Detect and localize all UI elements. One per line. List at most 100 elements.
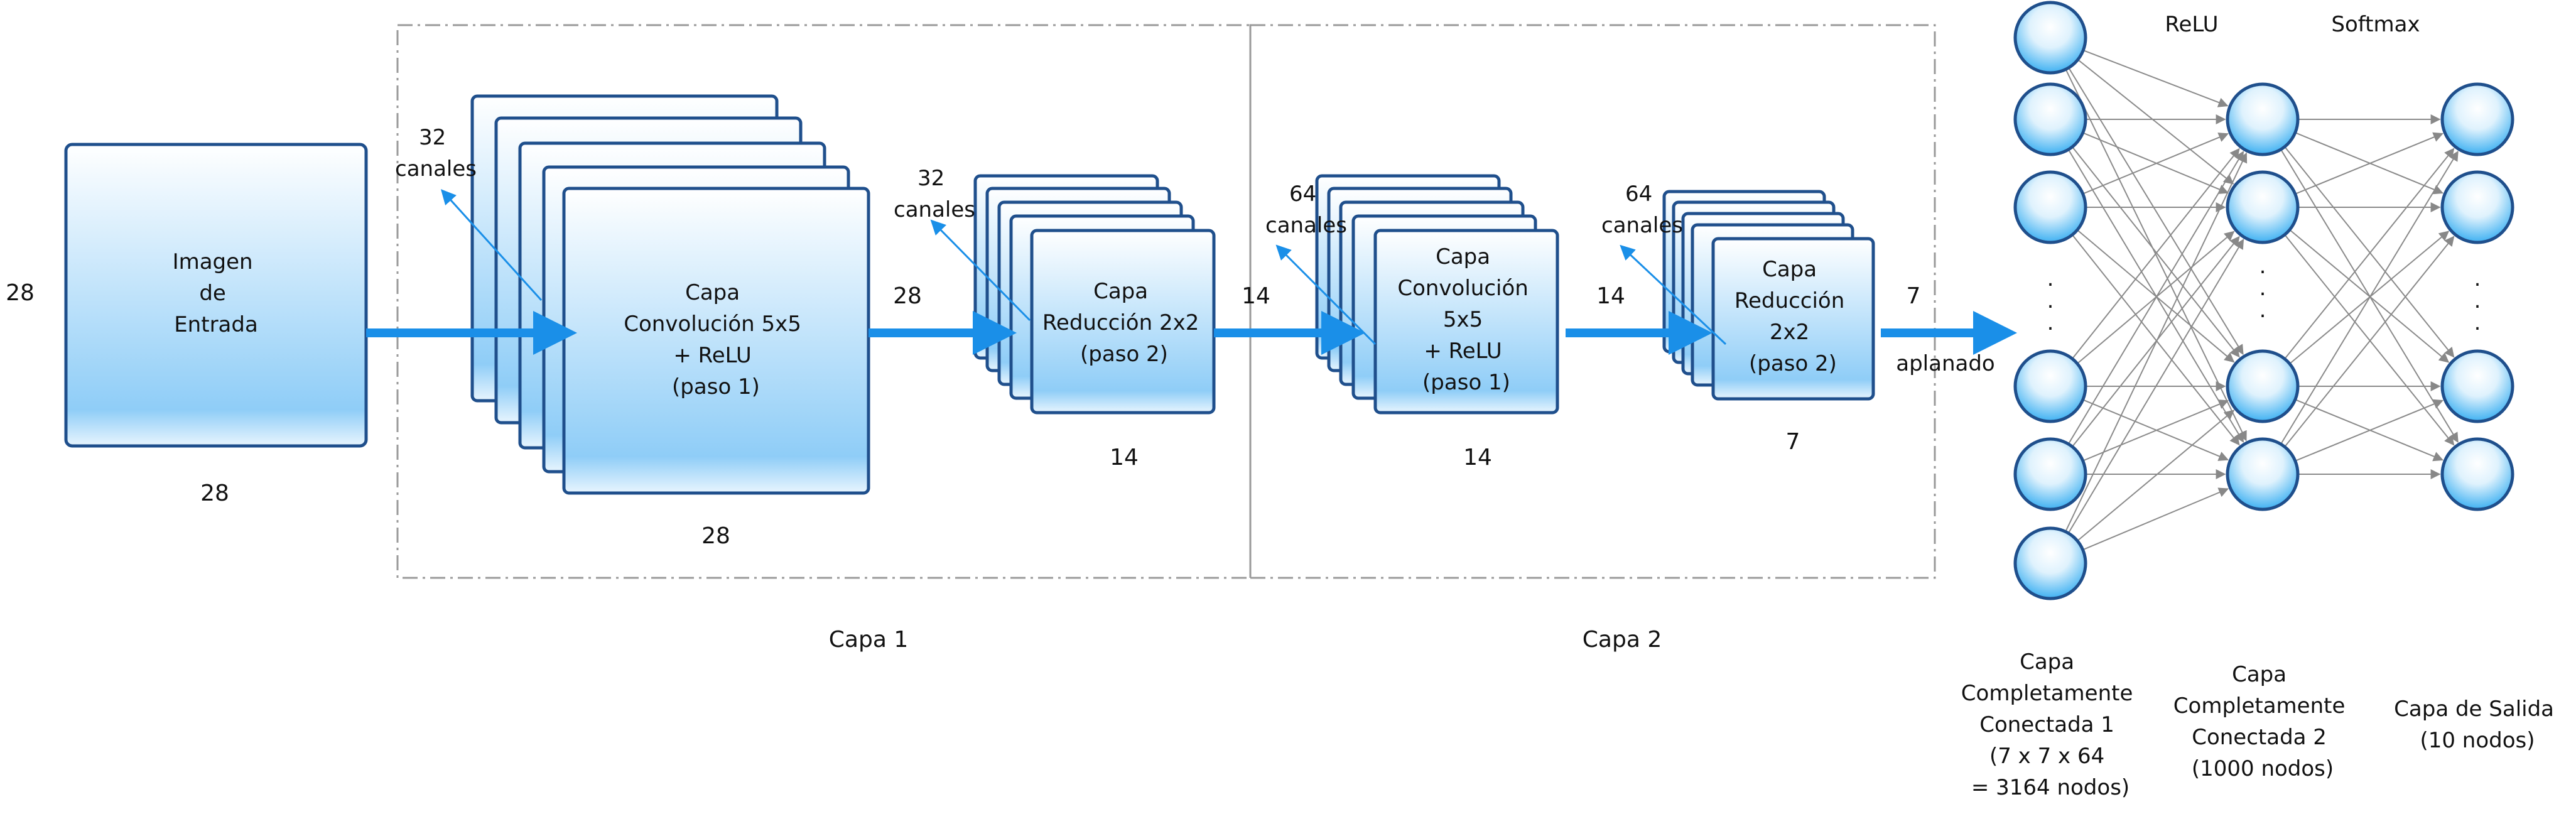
svg-text:Imagen de Entrada: Imagen de Entrada [173, 249, 260, 337]
conv2-label-line: Capa [1436, 244, 1490, 269]
conv2-channels-label: 64 canales [1265, 182, 1347, 238]
pool2-channels-label: 64 canales [1601, 182, 1683, 238]
pool2-stack: Capa Reducción 2x2 (paso 2) [1662, 190, 1875, 401]
output-ellipsis-dot: . [2474, 288, 2481, 313]
connection-edge [2067, 239, 2244, 534]
conv1-label-line: Convolución 5x5 [624, 312, 801, 337]
fc1-ellipsis-dot: . [2047, 310, 2054, 335]
fc1-neuron [2013, 526, 2087, 600]
conv2-feature-map [1373, 229, 1559, 415]
conv2-label-line: (paso 1) [1422, 370, 1510, 395]
conv2-stack: Capa Convolución 5x5 + ReLU (paso 1) [1315, 174, 1559, 415]
conv1-channels-pointer [440, 189, 543, 301]
connection-edge [2284, 148, 2455, 359]
fc1-ellipsis-dot: . [2047, 288, 2054, 313]
conv1-label-line: Capa [685, 280, 740, 305]
connection-edge [2295, 399, 2443, 462]
connection-edge [2082, 399, 2229, 461]
connection-edge [2284, 234, 2455, 446]
fc2-ellipsis-dot: . [2259, 276, 2266, 301]
connection-edge [2295, 399, 2443, 462]
svg-text:Capa Reducción 2x2: Capa Reducción 2x2 (paso 2) [1042, 279, 1206, 367]
fc1-caption: Capa Completamente Conectada 1 (7 x 7 x … [1961, 649, 2140, 800]
connection-edge [2072, 234, 2240, 446]
input-width-label: 28 [200, 480, 229, 506]
pool1-stack: Capa Reducción 2x2 (paso 2) [973, 174, 1216, 415]
fc1-neuron [2013, 349, 2087, 423]
connection-edge [2065, 68, 2247, 442]
connection-edge [2082, 132, 2229, 194]
svg-text:Capa Convolución 5: Capa Convolución 5x5 + ReLU (paso 1) [1397, 244, 1535, 395]
fc2-neuron [2226, 170, 2300, 244]
input-label-line: de [199, 281, 226, 306]
conv2-label-line: + ReLU [1424, 339, 1502, 364]
pool1-channels-pointer [930, 219, 1031, 322]
connection-edge [2082, 399, 2229, 462]
connection-edge [2068, 67, 2244, 355]
fc2-neuron [2226, 437, 2300, 511]
connection-edge [2284, 236, 2455, 447]
pool2-output-height-label: 7 [1907, 283, 1921, 309]
input-height-label: 28 [6, 280, 35, 306]
flatten-label: aplanado [1896, 351, 1994, 376]
layer1-label: Capa 1 [829, 627, 908, 653]
connection-edge [2077, 410, 2235, 541]
output-caption: Capa de Salida (10 nodos) [2394, 697, 2561, 753]
conv1-stack: Capa Convolución 5x5 + ReLU (paso 1) [470, 94, 870, 495]
pool2-feature-map [1711, 237, 1875, 401]
pool2-label-line: Capa [1762, 257, 1817, 282]
pool2-output-width-label: 7 [1786, 429, 1800, 455]
output-neuron [2440, 170, 2514, 244]
svg-text:Capa Reducción 2x2: Capa Reducción 2x2 (paso 2) [1734, 257, 1851, 376]
output-neuron [2440, 349, 2514, 423]
input-label-line: Imagen [173, 249, 253, 274]
connection-edge [2295, 132, 2443, 195]
connection-edge [2082, 50, 2229, 107]
output-neuron [2440, 82, 2514, 156]
output-ellipsis-dot: . [2474, 310, 2481, 335]
connection-edge [2280, 150, 2459, 445]
conv1-channels-label: 32 canales [395, 125, 477, 182]
svg-text:Capa Convolución 5x5: Capa Convolución 5x5 + ReLU (paso 1) [624, 280, 808, 399]
fc1-ellipsis-dot: . [2047, 266, 2054, 291]
pool1-label-line: Capa [1093, 279, 1148, 304]
layer2-label: Capa 2 [1583, 627, 1662, 653]
pool1-channels-label: 32 canales [894, 166, 975, 222]
conv1-label-line: + ReLU [673, 343, 751, 368]
conv2-label-line: Convolución [1397, 276, 1529, 301]
conv2-output-height-label: 14 [1596, 283, 1625, 309]
relu-label: ReLU [2165, 12, 2218, 37]
fc2-caption: Capa Completamente Conectada 2 (1000 nod… [2173, 662, 2352, 781]
pool2-label-line: Reducción [1734, 288, 1844, 313]
fc1-neuron [2013, 437, 2087, 511]
dense-ellipsis: . . . . . . . . . [2047, 254, 2481, 335]
connection-edge [2082, 133, 2229, 195]
conv2-label-line: 5x5 [1443, 307, 1483, 332]
fc2-ellipsis-dot: . [2259, 254, 2266, 279]
fc2-ellipsis-dot: . [2259, 298, 2266, 323]
connection-edge [2295, 132, 2443, 195]
connection-edge [2065, 152, 2248, 532]
connection-edge [2289, 229, 2450, 363]
connection-edge [2067, 151, 2244, 445]
connection-edge [2077, 229, 2235, 363]
pool1-label-line: Reducción 2x2 [1042, 310, 1199, 335]
fc1-neuron [2013, 1, 2087, 75]
pool1-feature-map [1030, 229, 1216, 415]
input-label-line: Entrada [174, 312, 258, 337]
connection-edge [2072, 148, 2240, 359]
fc2-neuron [2226, 82, 2300, 156]
output-neuron [2440, 437, 2514, 511]
connection-edge [2077, 59, 2234, 185]
fc2-neuron [2226, 349, 2300, 423]
connection-edge [2284, 146, 2455, 358]
connection-edge [2072, 146, 2240, 358]
conv2-output-width-label: 14 [1463, 445, 1492, 470]
fc1-neuron [2013, 82, 2087, 156]
fc1-neuron [2013, 170, 2087, 244]
conv1-feature-map [562, 187, 870, 495]
pool1-label-line: (paso 2) [1080, 342, 1168, 367]
layer1-group-frame [396, 24, 1252, 579]
dense-neurons [2013, 1, 2514, 600]
